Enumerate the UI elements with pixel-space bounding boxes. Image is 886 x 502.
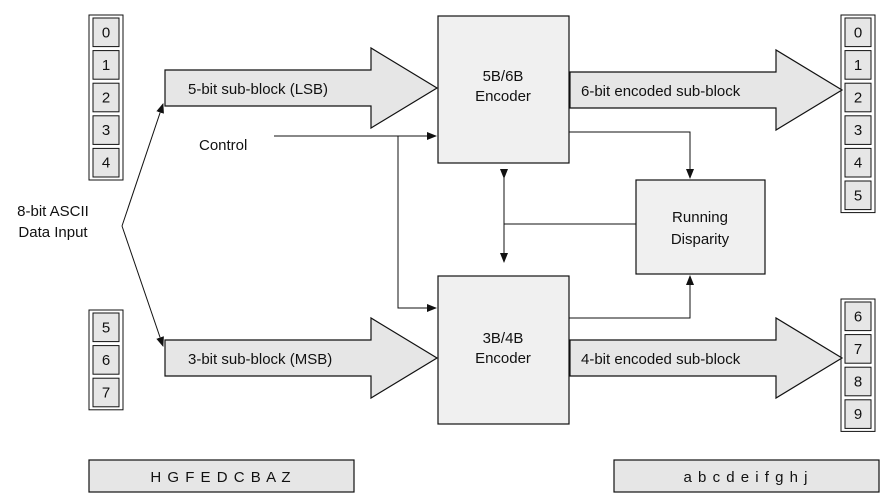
output-order-box [613, 459, 880, 493]
bit-label: 1 [102, 57, 110, 74]
bit-box [92, 17, 120, 48]
bit-box [844, 17, 872, 48]
bit-box [844, 50, 872, 80]
bit-column-frame [840, 14, 876, 214]
bit-label: 4 [854, 155, 862, 172]
out6-arrow [569, 48, 844, 132]
bit-label: 3 [854, 122, 862, 139]
encoder-3b4b-label-line1: 3B/4B [483, 330, 524, 347]
lsb-arrow [164, 46, 439, 130]
bit-label: 2 [854, 90, 862, 107]
bit-box [92, 115, 120, 145]
running-disparity-box [635, 179, 766, 275]
msb-arrow [164, 316, 439, 400]
bit-box [92, 82, 120, 113]
bit-label: 9 [854, 406, 862, 423]
out4-arrow [569, 316, 844, 400]
encoder-5b6b-label-line2: Encoder [475, 88, 531, 105]
bit-box [92, 377, 120, 408]
input-order-label: H G F E D C B A Z [150, 469, 291, 486]
control-to-3b4b [397, 136, 437, 312]
bit-label: 6 [102, 352, 110, 369]
msb-arrow-label: 3-bit sub-block (MSB) [188, 351, 332, 368]
bit-label: 0 [854, 24, 862, 41]
running-disparity-label-line1: Running [672, 209, 728, 226]
running-disparity-label-line2: Disparity [671, 231, 730, 248]
bit-box [844, 399, 872, 429]
output-bits-6b: 0 1 2 3 4 5 [840, 14, 876, 214]
bit-label: 3 [102, 122, 110, 139]
encoder-3b4b-label-line2: Encoder [475, 350, 531, 367]
out4-arrow-label: 4-bit encoded sub-block [581, 351, 741, 368]
bit-box [844, 147, 872, 178]
output-order-label: a b c d e i f g h j [684, 469, 809, 486]
bit-box [844, 301, 872, 332]
bit-label: 1 [854, 57, 862, 74]
input-label-line2: Data Input [18, 224, 88, 241]
bit-label: 4 [102, 155, 110, 172]
bit-label: 2 [102, 90, 110, 107]
5b6b-to-disparity [569, 131, 694, 179]
input-bits-msb: 5 6 7 [88, 309, 124, 411]
encoder-5b6b [437, 15, 570, 164]
bit-box [844, 180, 872, 211]
fork-line-lsb [121, 103, 164, 227]
bit-box [92, 50, 120, 80]
bit-box [92, 345, 120, 375]
bit-label: 7 [854, 341, 862, 358]
bit-box [844, 366, 872, 397]
bit-box [844, 334, 872, 364]
bit-box [844, 115, 872, 145]
bit-label: 5 [854, 187, 862, 204]
control-label: Control [199, 137, 247, 154]
bit-box [92, 312, 120, 343]
out6-arrow-label: 6-bit encoded sub-block [581, 83, 741, 100]
bit-label: 5 [102, 319, 110, 336]
encoder-5b6b-label-line1: 5B/6B [483, 68, 524, 85]
input-bits-lsb: 0 1 2 3 4 [88, 14, 124, 181]
encoder-3b4b [437, 275, 570, 425]
bit-box [92, 147, 120, 178]
input-order-box [88, 459, 355, 493]
input-label-line1: 8-bit ASCII [17, 203, 89, 220]
bit-label: 6 [854, 308, 862, 325]
bit-box [844, 82, 872, 113]
bit-label: 7 [102, 385, 110, 402]
lsb-arrow-label: 5-bit sub-block (LSB) [188, 81, 328, 98]
bit-label: 0 [102, 24, 110, 41]
bit-label: 8 [854, 374, 862, 391]
output-bits-4b: 6 7 8 9 [840, 298, 876, 432]
fork-line-msb [121, 225, 164, 347]
3b4b-to-disparity [569, 275, 694, 319]
